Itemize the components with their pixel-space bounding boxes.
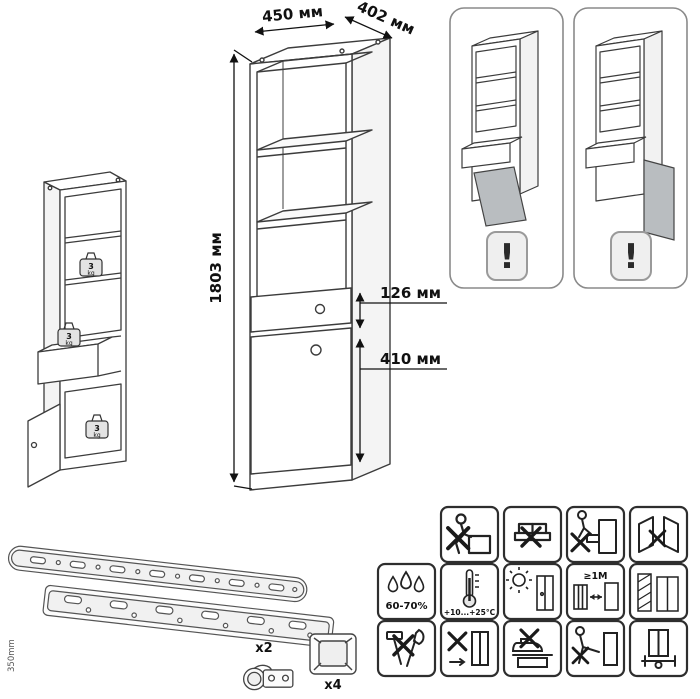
dimension-annotations <box>229 16 447 490</box>
pictogram-wall-placement <box>628 562 689 621</box>
pictogram-no-impact-tools <box>376 619 437 678</box>
exclamation-mark: ! <box>623 237 639 277</box>
load-unit: kg <box>65 340 72 347</box>
open-door <box>643 159 675 241</box>
pictogram-no-dragging <box>439 619 500 678</box>
warning-panel-door: ! <box>573 7 688 289</box>
temperature-range-label: +10...+25°C <box>444 608 496 617</box>
pictogram-no-hot-objects <box>502 619 563 678</box>
exclamation-mark: ! <box>499 237 515 277</box>
brackets-count-label: x4 <box>324 678 341 693</box>
drawer-slide-rail-2 <box>42 584 335 648</box>
warning-panel-drawer: ! <box>449 7 564 289</box>
exclamation-box: ! <box>610 231 652 281</box>
pictogram-temperature: +10...+25°C <box>439 562 500 621</box>
load-value: 3 <box>66 332 72 341</box>
rails-count-label: x2 <box>255 641 272 656</box>
drawer-front <box>250 287 352 333</box>
humidity-range-label: 60-70% <box>385 601 427 612</box>
depth-dimension-label: 402 мм <box>354 0 417 38</box>
open-door <box>473 166 527 227</box>
drawer-slide-rail-1 <box>7 545 308 603</box>
drawer-dimension-label: 126 мм <box>380 284 441 302</box>
load-weight: 3 kg <box>57 322 81 347</box>
load-weight: 3 kg <box>85 414 109 439</box>
exclamation-box: ! <box>486 231 528 281</box>
open-drawer <box>585 136 647 169</box>
load-weight: 3 kg <box>79 252 103 277</box>
min-distance-label: ≥1M <box>583 571 607 582</box>
hinge-drawing <box>242 664 294 691</box>
load-unit: kg <box>93 432 100 439</box>
pictogram-no-kicking <box>565 619 626 678</box>
width-dimension-label: 450 мм <box>261 2 324 26</box>
open-drawer <box>461 136 523 169</box>
open-door <box>27 403 61 488</box>
bracket-drawing <box>309 633 357 675</box>
load-value: 3 <box>94 424 100 433</box>
height-dimension-label: 1803 мм <box>207 232 225 304</box>
pictogram-no-standing-on-drawer <box>565 505 626 564</box>
pictogram-no-direct-sunlight <box>502 562 563 621</box>
pictogram-no-leaning-on-doors <box>628 505 689 564</box>
load-value: 3 <box>88 262 94 271</box>
door-front <box>250 327 352 475</box>
pictogram-heat-distance: ≥1M <box>565 562 626 621</box>
pictogram-no-sitting <box>439 505 500 564</box>
pictogram-clamping <box>628 619 689 678</box>
rail-length-label: 350mm <box>7 639 17 672</box>
door-dimension-label: 410 мм <box>380 350 441 368</box>
load-unit: kg <box>87 270 94 277</box>
pictogram-humidity: 60-70% <box>376 562 437 621</box>
pictogram-no-press <box>502 505 563 564</box>
main-cabinet-drawing <box>249 37 391 491</box>
